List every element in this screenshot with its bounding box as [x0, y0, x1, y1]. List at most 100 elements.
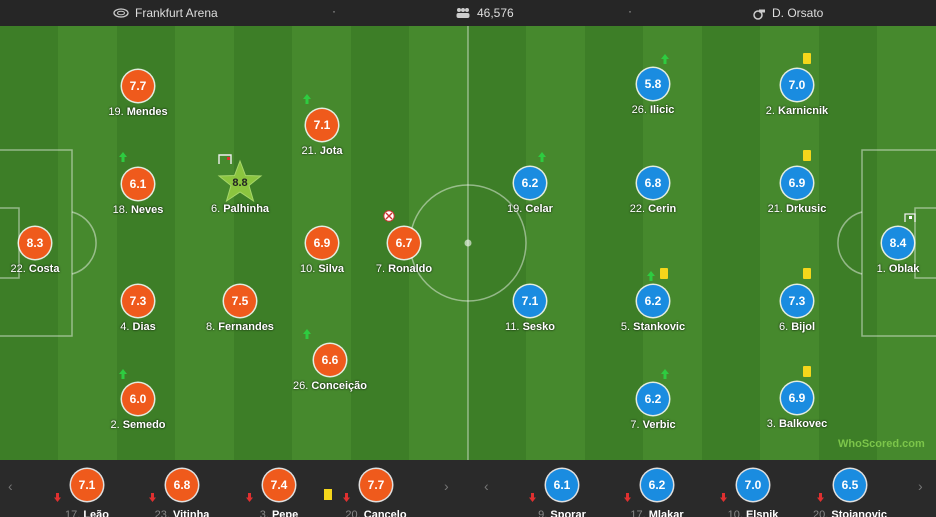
separator: ·: [628, 4, 632, 18]
chevron-right-icon[interactable]: ›: [444, 478, 449, 494]
player-rating: 6.9: [781, 382, 813, 414]
player-name: Bijol: [791, 321, 816, 333]
away-sub-elsnik[interactable]: 7.0 10. Elsnik: [705, 466, 801, 517]
player-name-label: 23. Vitinha: [134, 509, 230, 517]
player-name: Ronaldo: [388, 263, 433, 275]
away-player-verbic[interactable]: 6.2 7. Verbic: [598, 383, 708, 443]
player-rating: 7.1: [306, 109, 338, 141]
player-name-label: 5. Stankovic: [598, 321, 708, 333]
player-number: 22.: [10, 263, 26, 275]
player-number: 4.: [120, 321, 130, 333]
player-number: 19.: [507, 203, 523, 215]
away-player-karnicnik[interactable]: 7.0 2. Karnicnik: [742, 69, 852, 129]
yellow-card-icon: [803, 366, 811, 377]
away-sub-sporar[interactable]: 6.1 9. Sporar: [514, 466, 610, 517]
home-player-conceicao[interactable]: 6.6 26. Conceição: [275, 344, 385, 404]
away-player-bijol[interactable]: 7.3 6. Bijol: [742, 285, 852, 345]
player-name: Oblak: [888, 263, 920, 275]
separator: ·: [332, 4, 336, 18]
ball-icon: [383, 209, 395, 227]
red-down-arrow-icon: [817, 493, 824, 502]
home-player-semedo[interactable]: 6.0 2. Semedo: [83, 383, 193, 443]
star-icon: [217, 159, 263, 203]
player-number: 6.: [210, 203, 221, 215]
home-player-ronaldo[interactable]: 6.7 7. Ronaldo: [349, 227, 459, 287]
player-name-label: 22. Costa: [0, 263, 90, 275]
home-player-fernandes[interactable]: 7.5 8. Fernandes: [185, 285, 295, 345]
away-player-celar[interactable]: 6.2 19. Celar: [475, 167, 585, 227]
player-number: 23.: [154, 509, 170, 517]
away-player-cerin[interactable]: 6.8 22. Cerin: [598, 167, 708, 227]
home-player-dias[interactable]: 7.3 4. Dias: [83, 285, 193, 345]
home-player-mendes[interactable]: 7.7 19. Mendes: [83, 70, 193, 130]
player-name-label: 18. Neves: [83, 204, 193, 216]
green-up-arrow-icon: [660, 52, 670, 70]
player-rating: 8.8: [232, 177, 248, 189]
away-player-drkusic[interactable]: 6.9 21. Drkusic: [742, 167, 852, 227]
home-player-palhinha[interactable]: 8.8 6. Palhinha: [185, 159, 295, 227]
player-name-label: 3. Pepe: [231, 509, 327, 517]
away-sub-mlakar[interactable]: 6.2 17. Mlakar: [609, 466, 705, 517]
away-player-sesko[interactable]: 7.1 11. Sesko: [475, 285, 585, 345]
chevron-left-icon[interactable]: ‹: [484, 478, 489, 494]
player-name: Drkusic: [786, 203, 827, 215]
player-name: Neves: [130, 204, 164, 216]
home-player-jota[interactable]: 7.1 21. Jota: [267, 109, 377, 169]
away-player-ilicic[interactable]: 5.8 26. Ilicic: [598, 68, 708, 128]
red-down-arrow-icon: [54, 493, 61, 502]
player-rating: 6.8: [166, 469, 198, 501]
home-sub-leao[interactable]: 7.1 17. Leão: [39, 466, 135, 517]
player-name-label: 19. Mendes: [83, 106, 193, 118]
red-down-arrow-icon: [624, 493, 631, 502]
player-name: Cerin: [648, 203, 677, 215]
player-name-label: 21. Jota: [267, 145, 377, 157]
home-player-costa[interactable]: 8.3 22. Costa: [0, 227, 90, 287]
player-name: Cancelo: [363, 509, 407, 517]
player-rating: 8.4: [882, 227, 914, 259]
home-sub-vitinha[interactable]: 6.8 23. Vitinha: [134, 466, 230, 517]
player-name: Dias: [132, 321, 156, 333]
player-rating: 7.4: [263, 469, 295, 501]
player-number: 7.: [375, 263, 386, 275]
green-up-arrow-icon: [118, 367, 128, 385]
player-rating: 6.2: [637, 383, 669, 415]
player-name: Balkovec: [778, 418, 828, 430]
player-name-label: 26. Ilicic: [598, 104, 708, 116]
player-name: Silva: [318, 263, 345, 275]
referee-info: D. Orsato: [752, 0, 823, 26]
player-name-label: 10. Elsnik: [705, 509, 801, 517]
green-up-arrow-icon: [660, 367, 670, 385]
away-sub-stojanovic[interactable]: 6.5 20. Stojanovic: [802, 466, 898, 517]
home-player-silva[interactable]: 6.9 10. Silva: [267, 227, 377, 287]
player-rating: 6.5: [834, 469, 866, 501]
home-sub-pepe[interactable]: 7.4 3. Pepe: [231, 466, 327, 517]
player-name: Verbic: [642, 419, 676, 431]
yellow-card-icon: [803, 268, 811, 279]
player-name: Leão: [83, 509, 110, 517]
away-player-stankovic[interactable]: 6.2 5. Stankovic: [598, 285, 708, 345]
assist-icon: [218, 152, 232, 170]
player-name: Fernandes: [218, 321, 274, 333]
player-name-label: 2. Semedo: [83, 419, 193, 431]
yellow-card-icon: [803, 53, 811, 64]
player-rating: 6.8: [637, 167, 669, 199]
chevron-right-icon[interactable]: ›: [918, 478, 923, 494]
player-name-label: 3. Balkovec: [742, 418, 852, 430]
home-player-neves[interactable]: 6.1 18. Neves: [83, 168, 193, 228]
player-name: Elsnik: [745, 509, 779, 517]
player-number: 6.: [778, 321, 789, 333]
home-sub-cancelo[interactable]: 7.7 20. Cancelo: [324, 466, 424, 517]
away-player-balkovec[interactable]: 6.9 3. Balkovec: [742, 382, 852, 442]
red-down-arrow-icon: [720, 493, 727, 502]
player-number: 1.: [876, 263, 886, 275]
player-number: 9.: [538, 509, 548, 517]
substitutes-bar: ‹ › ‹ › 7.1 17. Leão 6.8 23. Vitinha 7.4…: [0, 460, 936, 517]
player-name-label: 6. Bijol: [742, 321, 852, 333]
player-name-label: 1. Oblak: [843, 263, 936, 275]
chevron-left-icon[interactable]: ‹: [8, 478, 13, 494]
player-number: 10.: [727, 509, 743, 517]
player-number: 11.: [505, 321, 520, 333]
player-rating: 7.1: [71, 469, 103, 501]
player-number: 18.: [112, 204, 128, 216]
away-player-oblak[interactable]: 8.4 1. Oblak: [843, 227, 936, 287]
